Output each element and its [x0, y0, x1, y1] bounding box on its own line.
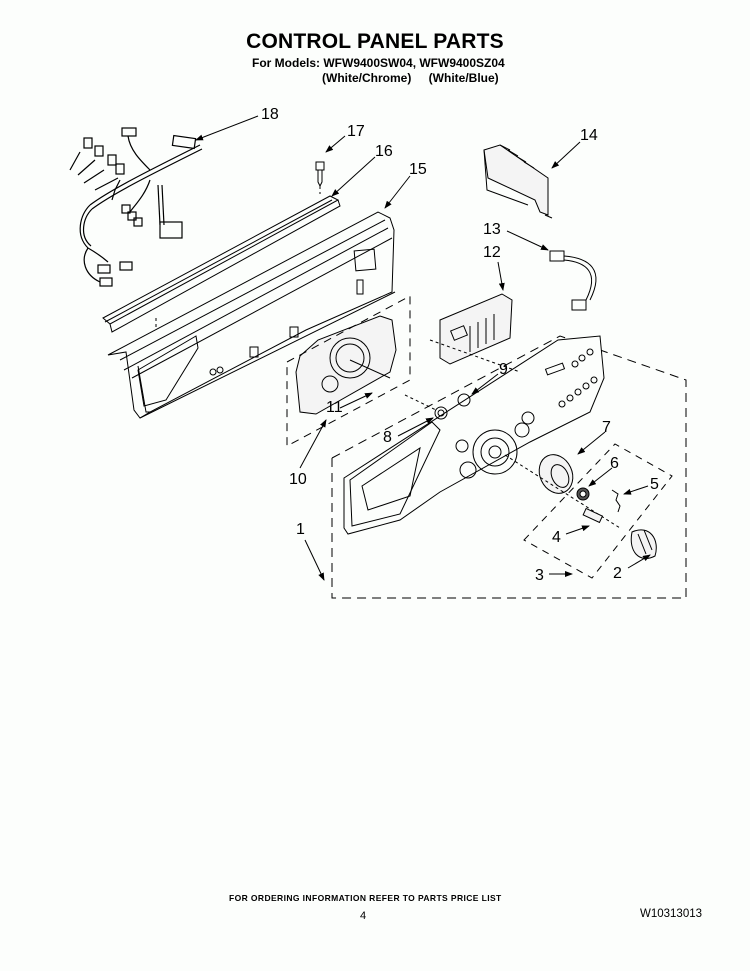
console-backplate-part-15 — [107, 211, 396, 419]
dial-housing-part-11 — [295, 315, 397, 415]
knob-bezel-part-7 — [504, 454, 621, 529]
knob-gear-part-6 — [576, 487, 590, 501]
screw-part-17 — [315, 161, 325, 194]
callout-18: 18 — [261, 106, 279, 123]
model-subtitle: For Models: WFW9400SW04, WFW9400SZ04 (Wh… — [252, 56, 505, 86]
spring-part-5 — [611, 489, 621, 513]
callout-2: 2 — [613, 565, 622, 582]
wire-harness-part-18 — [69, 127, 203, 287]
knob-insert-part-9 — [457, 393, 471, 407]
callout-13: 13 — [483, 221, 501, 238]
page-number: 4 — [360, 910, 367, 922]
callout-7: 7 — [602, 419, 611, 436]
knob-kit-group-3-outline — [523, 443, 673, 579]
callout-11: 11 — [326, 399, 343, 416]
callout-15: 15 — [409, 161, 427, 178]
page-title: CONTROL PANEL PARTS — [246, 30, 504, 53]
callout-8: 8 — [383, 429, 392, 446]
ordering-note: FOR ORDERING INFORMATION REFER TO PARTS … — [229, 893, 502, 903]
models-line: For Models: WFW9400SW04, WFW9400SZ04 — [252, 56, 505, 70]
knob-part-2 — [630, 529, 657, 559]
callout-5: 5 — [650, 476, 659, 493]
callout-16: 16 — [375, 143, 393, 160]
module-part-14 — [483, 144, 553, 219]
callout-1: 1 — [296, 521, 305, 538]
console-front-panel — [343, 335, 605, 535]
callout-6: 6 — [610, 455, 619, 472]
callout-3: 3 — [535, 567, 544, 584]
color-variants: (White/Chrome) (White/Blue) — [252, 71, 505, 86]
callout-14: 14 — [580, 127, 598, 144]
callout-4: 4 — [552, 529, 561, 546]
color-variant-1: (White/Chrome) — [322, 71, 412, 85]
cable-part-13 — [549, 250, 597, 311]
callout-12: 12 — [483, 244, 501, 261]
callout-leaders — [195, 115, 651, 581]
callout-10: 10 — [289, 471, 307, 488]
dial-gear-part-8 — [404, 394, 448, 420]
knob-insert-part-4 — [582, 507, 604, 524]
assembly-group-1-outline — [331, 335, 687, 599]
bracket-strip-part-16 — [102, 195, 341, 333]
callout-9: 9 — [499, 361, 508, 378]
document-number: W10313013 — [640, 908, 703, 920]
control-board-part-12 — [439, 293, 513, 365]
callout-17: 17 — [347, 123, 365, 140]
color-variant-2: (White/Blue) — [428, 71, 499, 85]
